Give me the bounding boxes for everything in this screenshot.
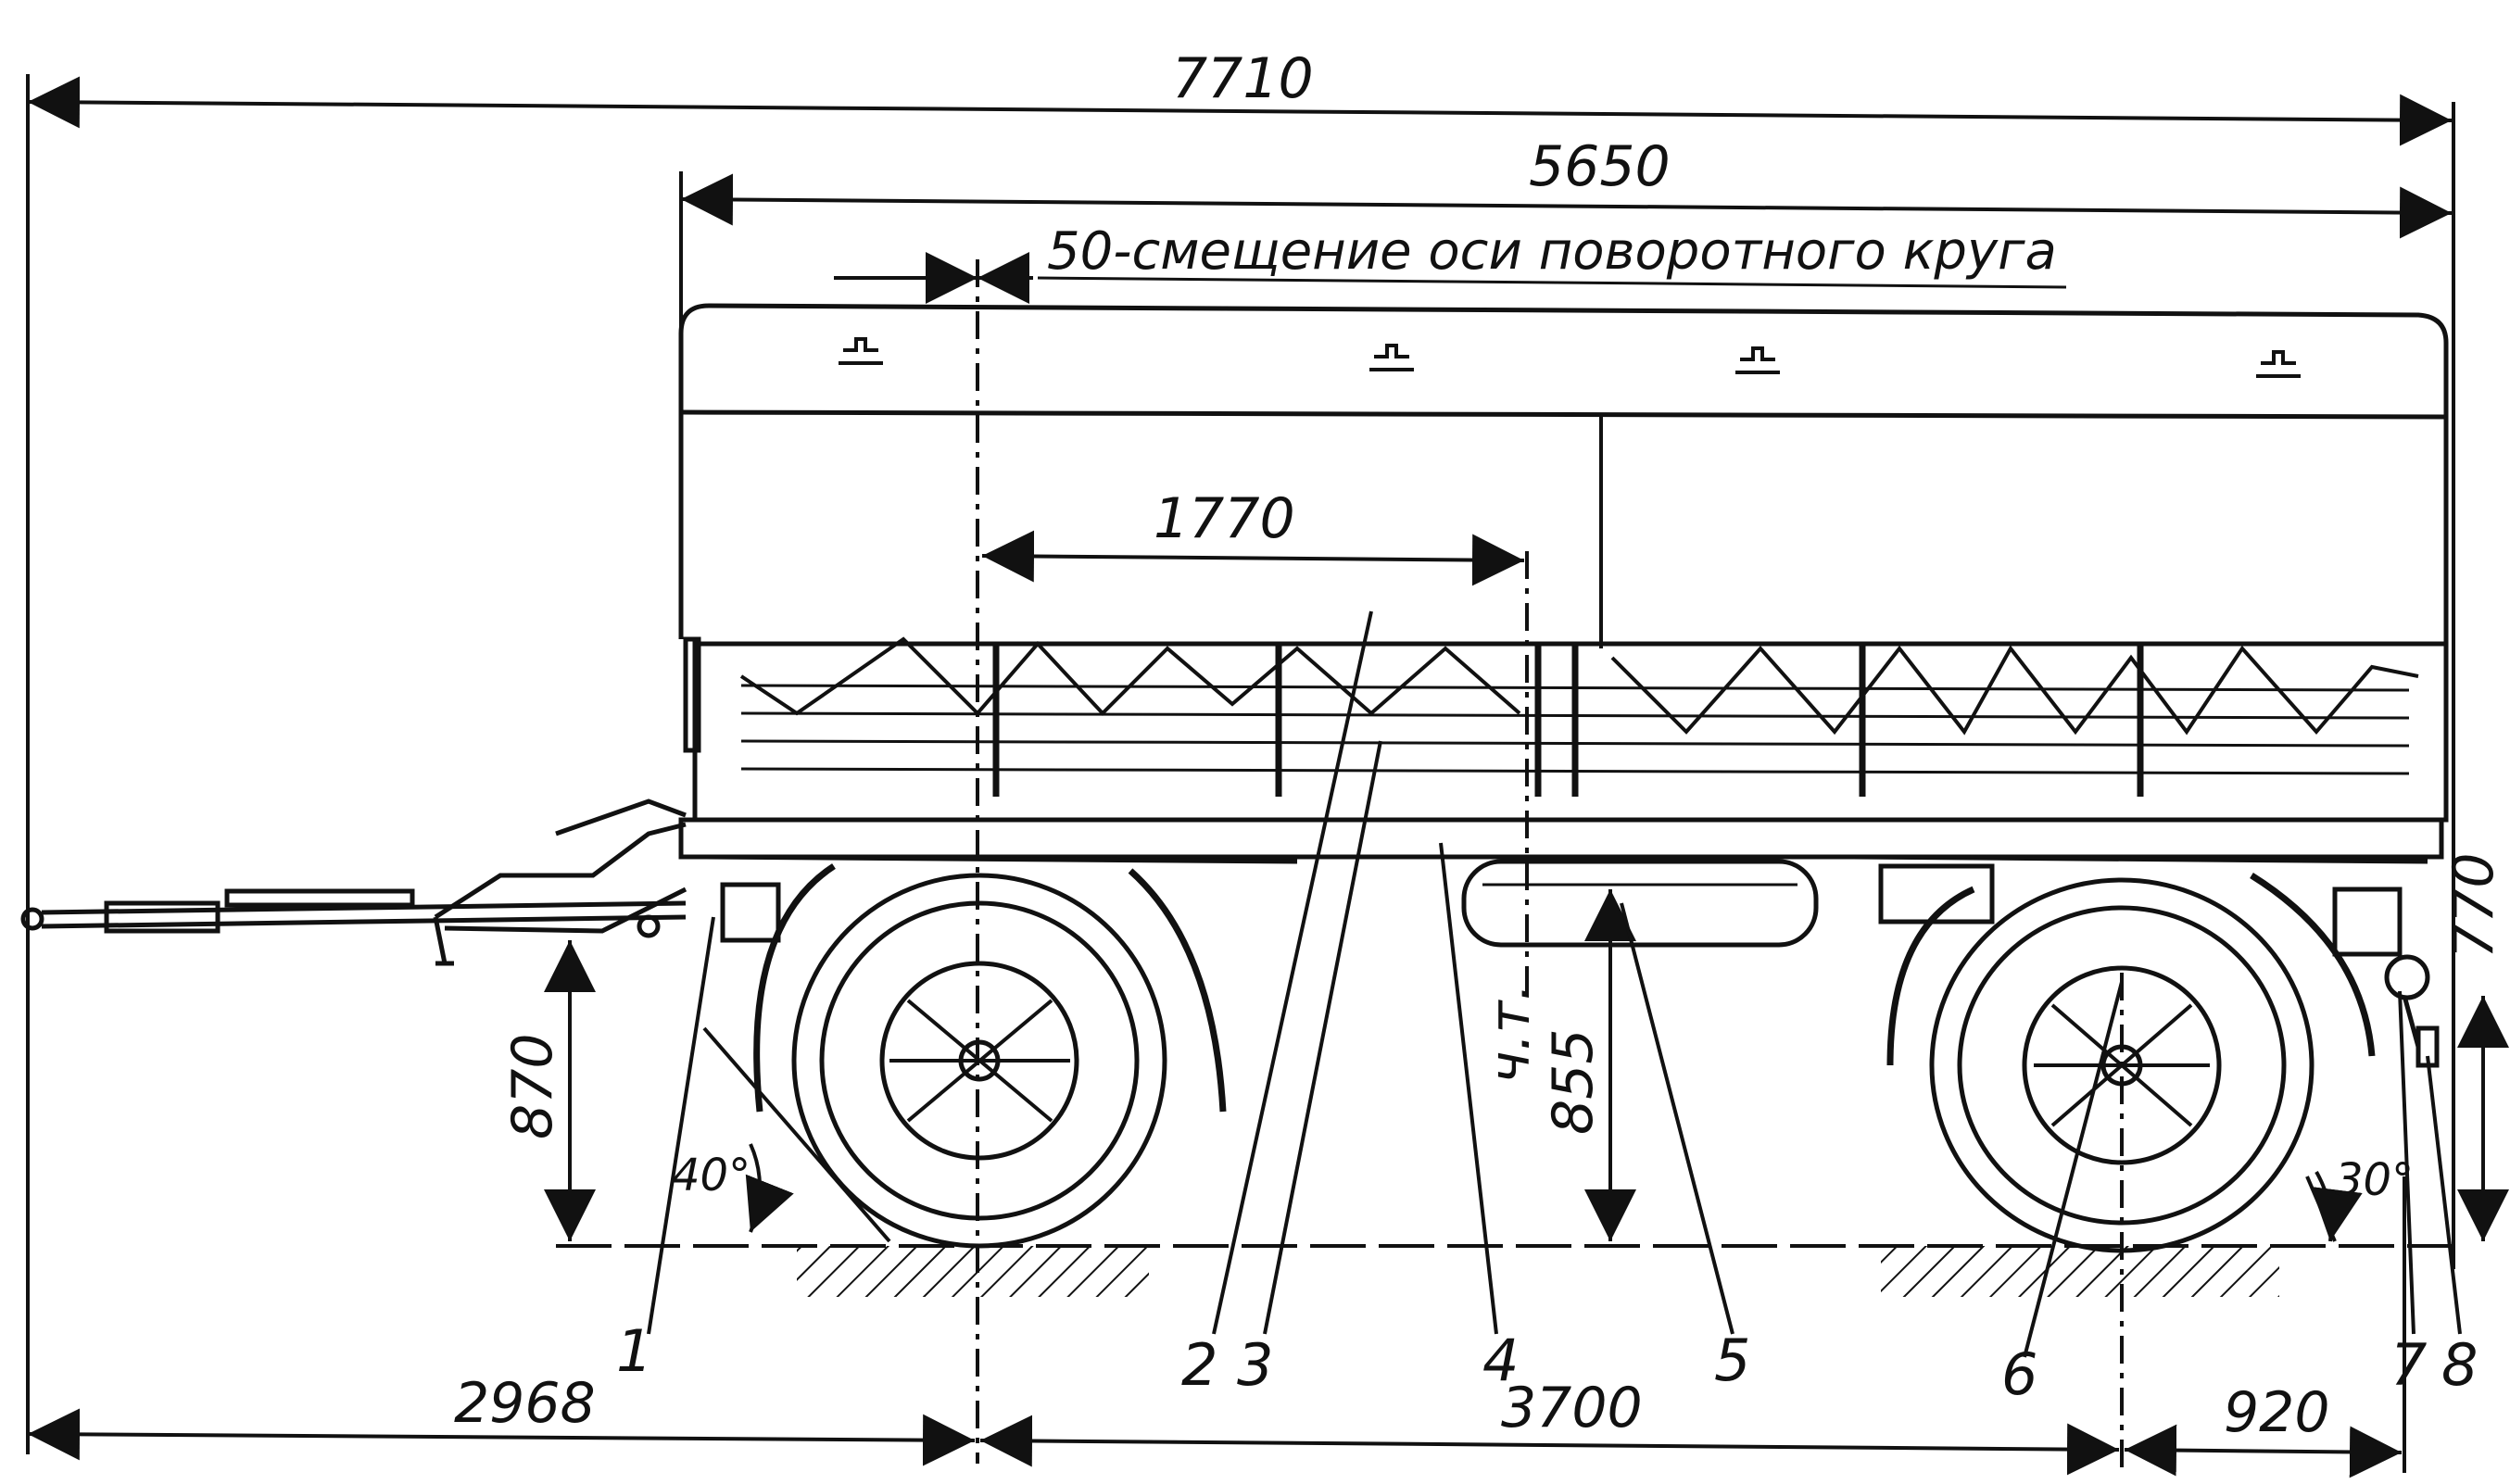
chassis-frame — [678, 817, 2444, 957]
dim-front-overhang: 1770 — [1154, 486, 1295, 551]
tarp-cover — [678, 303, 2449, 648]
leader-lines — [647, 610, 2462, 1358]
callout-5: 5 — [1714, 1327, 1750, 1394]
rear-coupling — [2384, 954, 2440, 1068]
angle-front: 40° — [672, 1150, 750, 1201]
dim-offset-note: 50-смещение оси поворотного круга — [1047, 221, 2057, 282]
dim-rear-overhang: 920 — [2224, 1380, 2330, 1445]
dim-drawbar-to-axle: 2968 — [454, 1371, 596, 1436]
callout-1: 1 — [616, 1317, 652, 1385]
dimension-lines — [27, 76, 2509, 1478]
dim-wheelbase: 3700 — [1501, 1376, 1643, 1440]
dim-rear-coupling-height: 770 — [2441, 852, 2506, 959]
drawbar — [20, 799, 687, 966]
callout-2: 2 — [1181, 1331, 1217, 1399]
front-wheel — [702, 863, 1227, 1297]
dim-overall-length: 7710 — [1172, 46, 1314, 111]
dim-platform-height: 855 — [1541, 1028, 1606, 1135]
callout-4: 4 — [1482, 1327, 1519, 1394]
dim-body-length: 5650 — [1529, 134, 1671, 199]
callout-6: 6 — [2001, 1340, 2037, 1408]
dim-drawbar-height: 870 — [500, 1033, 565, 1139]
dim-platform-height-note: ч.т. — [1478, 983, 1543, 1084]
callout-8: 8 — [2441, 1331, 2478, 1399]
angle-rear: 30° — [2335, 1154, 2414, 1206]
cargo-body — [683, 636, 2449, 823]
callout-3: 3 — [1237, 1331, 1273, 1399]
callout-7: 7 — [2390, 1331, 2427, 1399]
rear-wheel — [1881, 873, 2376, 1297]
